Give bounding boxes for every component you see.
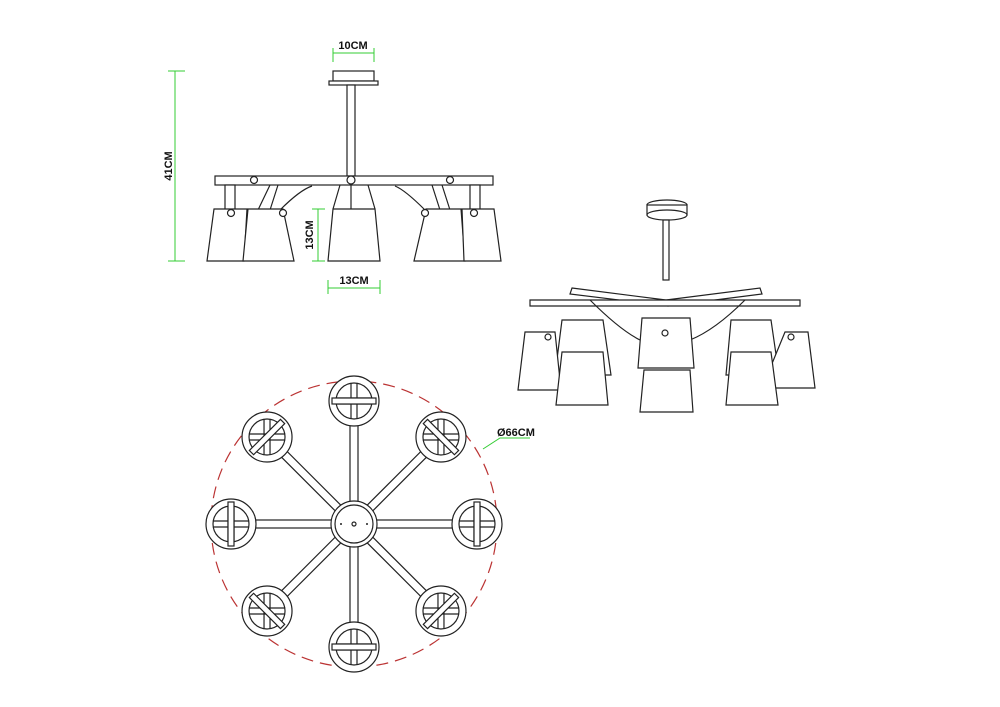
shade xyxy=(461,208,502,262)
stem xyxy=(346,84,356,177)
lamp-holder xyxy=(331,397,377,405)
lamp-holder xyxy=(422,418,460,456)
hub-screw xyxy=(340,523,342,525)
center-holder xyxy=(332,184,376,210)
joint xyxy=(249,175,259,185)
joint xyxy=(469,208,479,218)
hub-screw xyxy=(366,523,368,525)
shade xyxy=(242,208,295,262)
dimension-shade-height: 13CM xyxy=(304,208,325,262)
label-canopy-width: 10CM xyxy=(338,40,367,52)
dimension-total-height: 41CM xyxy=(163,70,185,262)
perspective-view xyxy=(517,199,816,413)
hub-knob xyxy=(346,175,356,185)
lamp-holder xyxy=(248,592,286,630)
shade xyxy=(206,208,248,262)
dimension-canopy-width: 10CM xyxy=(332,40,375,62)
dimension-shade-width: 13CM xyxy=(327,275,381,294)
top-view xyxy=(205,375,503,673)
joint xyxy=(445,175,455,185)
canopy xyxy=(332,70,375,82)
hub-inner xyxy=(334,504,374,544)
lamp-holder xyxy=(473,501,481,547)
wires xyxy=(279,185,426,211)
label-shade-width: 13CM xyxy=(339,275,368,287)
joint xyxy=(226,208,236,218)
side-view xyxy=(206,70,502,262)
lamp-holder xyxy=(422,592,460,630)
hub-center-hole xyxy=(351,521,357,527)
dimension-diameter: Ø66CM xyxy=(482,427,535,450)
joint xyxy=(278,208,288,218)
label-shade-height: 13CM xyxy=(304,220,316,249)
lamp-holder xyxy=(248,418,286,456)
joint xyxy=(420,208,430,218)
shade-center xyxy=(327,208,381,262)
brackets xyxy=(257,184,451,211)
lamp-holder xyxy=(331,643,377,651)
label-diameter: Ø66CM xyxy=(497,427,535,439)
lamp-holder xyxy=(227,501,235,547)
label-total-height: 41CM xyxy=(163,151,175,180)
shade xyxy=(413,208,466,262)
